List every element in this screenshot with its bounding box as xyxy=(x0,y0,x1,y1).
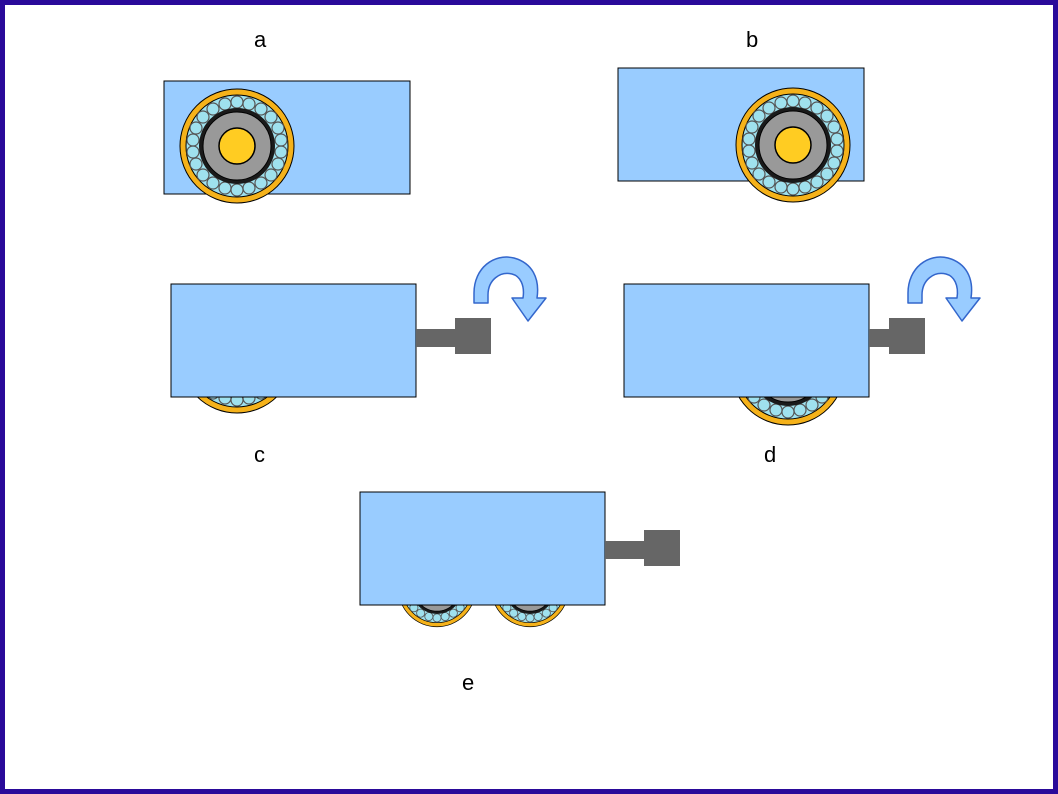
motor-block-e xyxy=(644,530,680,566)
rotation-arrow-c xyxy=(473,256,547,322)
panel-e xyxy=(359,491,680,628)
label-c: c xyxy=(254,442,265,467)
panel-a xyxy=(163,80,411,204)
motor-block-c xyxy=(455,318,491,354)
motor-block-d xyxy=(889,318,925,354)
label-b: b xyxy=(746,27,759,52)
label-e: e xyxy=(462,670,475,695)
label-d: d xyxy=(764,442,777,467)
wheel-a xyxy=(179,88,295,204)
label-a: a xyxy=(254,27,267,52)
wheel-b xyxy=(735,87,851,203)
body-box-d xyxy=(623,283,870,398)
motor-shaft-e xyxy=(605,541,645,559)
motor-shaft-c xyxy=(416,329,456,347)
body-box-c xyxy=(170,283,417,398)
panel-d xyxy=(623,256,981,426)
panel-c xyxy=(170,256,547,414)
body-box-e xyxy=(359,491,606,606)
rotation-arrow-d xyxy=(907,256,981,322)
panel-b xyxy=(617,67,865,203)
motor-shaft-d xyxy=(869,329,891,347)
